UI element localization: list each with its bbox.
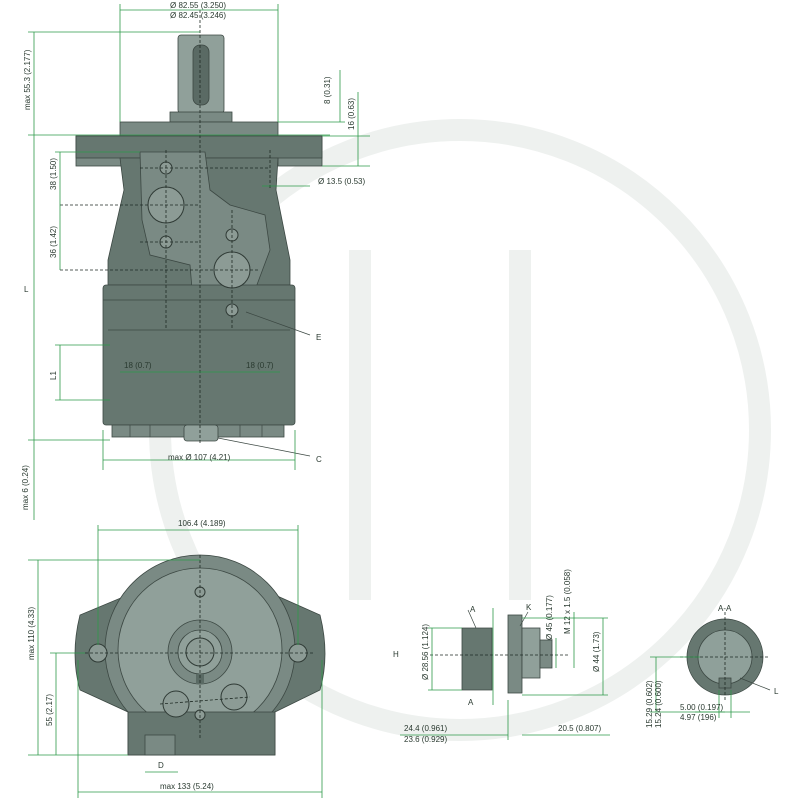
section-aa: A-A L 15.29 (0.602) 15.24 (0.600) 5.00 (… bbox=[645, 604, 779, 728]
dim-500: 5.00 (0.197) bbox=[680, 703, 723, 712]
lower-housing bbox=[102, 284, 296, 426]
dim-1529: 15.29 (0.602) bbox=[645, 680, 654, 728]
detail-hub bbox=[521, 627, 541, 679]
dim-244: 24.4 (0.961) bbox=[404, 724, 447, 733]
mounting-flange bbox=[119, 121, 279, 137]
detail-nut bbox=[539, 639, 553, 669]
front-view bbox=[74, 554, 326, 756]
dim-2856: Ø 28.56 (1.124) bbox=[421, 624, 430, 680]
label-H: H bbox=[393, 650, 399, 659]
dim-497: 4.97 (196) bbox=[680, 713, 717, 722]
dim-18-left: 18 (0.7) bbox=[124, 361, 152, 370]
dim-1064: 106.4 (4.189) bbox=[178, 519, 226, 528]
shaft-collar bbox=[169, 111, 233, 123]
front-key bbox=[196, 674, 204, 684]
dim-max6: max 6 (0.24) bbox=[21, 465, 30, 510]
side-view bbox=[60, 10, 323, 445]
label-L-section: L bbox=[774, 687, 779, 696]
label-A-top: A bbox=[470, 605, 476, 614]
front-port-1 bbox=[162, 690, 190, 718]
detail-flange bbox=[507, 614, 523, 694]
drain-port bbox=[183, 424, 219, 442]
dim-max-553: max 55.3 (2.177) bbox=[23, 49, 32, 110]
front-dimensions: 106.4 (4.189) max 110 (4.33) 55 (2.17) D… bbox=[27, 519, 323, 798]
shaft-detail: H A A K Ø 28.56 (1.124) Ø 45 (0.177) M 1… bbox=[393, 569, 610, 744]
dim-55: 55 (2.17) bbox=[45, 694, 54, 726]
front-drain-boss bbox=[144, 734, 176, 756]
side-dimensions: Ø 82.55 (3.250) Ø 82.45 (3.246) max 55.3… bbox=[21, 1, 370, 520]
label-D: D bbox=[158, 761, 164, 770]
dim-1524: 15.24 (0.600) bbox=[654, 680, 663, 728]
dim-135: Ø 13.5 (0.53) bbox=[318, 177, 365, 186]
dim-max107: max Ø 107 (4.21) bbox=[168, 453, 231, 462]
dim-8: 8 (0.31) bbox=[323, 76, 332, 104]
label-AA: A-A bbox=[718, 604, 732, 613]
label-C: C bbox=[316, 455, 322, 464]
dim-36: 36 (1.42) bbox=[49, 226, 58, 258]
label-E: E bbox=[316, 333, 321, 342]
dim-max110: max 110 (4.33) bbox=[27, 606, 36, 660]
front-port-2 bbox=[220, 683, 248, 711]
detail-shaft-body bbox=[461, 627, 493, 691]
dim-L1: L1 bbox=[49, 371, 58, 380]
dim-L: L bbox=[24, 285, 29, 294]
end-cap-ribs bbox=[129, 425, 263, 437]
dim-236: 23.6 (0.929) bbox=[404, 735, 447, 744]
dim-m12: M 12 x 1.5 (0.058) bbox=[563, 569, 572, 634]
dim-shaft-dia: Ø 82.55 (3.250) bbox=[170, 1, 226, 10]
dim-shaft-dia-2: Ø 82.45 (3.246) bbox=[170, 11, 226, 20]
dim-max133: max 133 (5.24) bbox=[160, 782, 214, 791]
dim-16: 16 (0.63) bbox=[347, 98, 356, 130]
dim-205: 20.5 (0.807) bbox=[558, 724, 601, 733]
dim-38: 38 (1.50) bbox=[49, 158, 58, 190]
label-A-bottom: A bbox=[468, 698, 474, 707]
dim-44: Ø 44 (1.73) bbox=[592, 631, 601, 672]
dim-45: Ø 45 (0.177) bbox=[545, 595, 554, 640]
shaft-keyway bbox=[192, 44, 210, 106]
label-K: K bbox=[526, 603, 532, 612]
dim-18-right: 18 (0.7) bbox=[246, 361, 274, 370]
